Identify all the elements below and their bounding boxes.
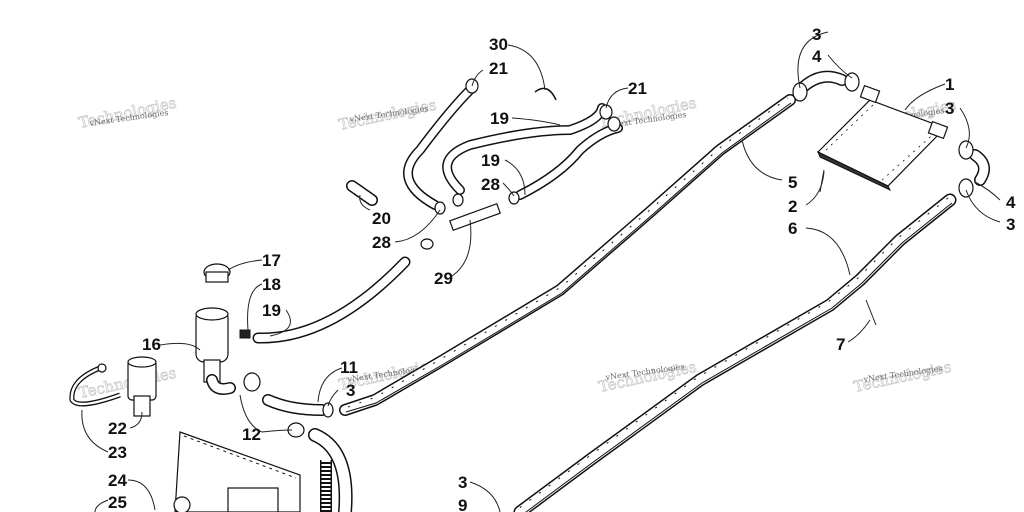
cooling-tube-right [513,193,957,512]
callout-3a: 3 [812,25,821,44]
callout-21a: 21 [489,59,508,78]
reservoir-hose [252,256,411,344]
callout-7: 7 [836,335,845,354]
callout-3e: 3 [458,473,467,492]
callout-17: 17 [262,251,281,270]
callout-3d: 3 [346,381,355,400]
callout-22: 22 [108,419,127,438]
callout-12: 12 [242,425,261,444]
callout-30: 30 [489,35,508,54]
callout-18: 18 [262,275,281,294]
callout-6: 6 [788,219,797,238]
fitting-assembly [69,356,157,417]
upper-hose-assembly [346,78,623,250]
cooling-tube-left [339,94,796,416]
callout-11: 11 [340,358,358,377]
callout-24: 24 [108,471,127,490]
engine-block [173,431,301,512]
callout-29: 29 [434,269,453,288]
callout-20: 20 [372,209,391,228]
callout-4b: 4 [1006,193,1016,212]
callout-16: 16 [142,335,161,354]
callout-4a: 4 [812,47,822,66]
callout-23: 23 [108,443,127,462]
heat-exchanger [816,84,949,192]
callout-5: 5 [788,173,797,192]
callout-19b: 19 [481,151,500,170]
callout-19c: 19 [262,301,281,320]
callout-28b: 28 [372,233,391,252]
callout-2: 2 [788,197,797,216]
elbow-hoses-right [792,70,990,326]
callout-25: 25 [108,493,127,512]
callout-19a: 19 [490,109,509,128]
callout-1: 1 [945,75,954,94]
callout-28a: 28 [481,175,500,194]
coolant-reservoir [195,263,251,395]
callout-labels: 30 21 19 21 19 28 20 28 29 3 4 1 3 4 3 5… [108,25,1016,512]
callout-9: 9 [458,496,467,512]
callout-3c: 3 [1006,215,1015,234]
lower-hoses [243,372,353,512]
leader-lines [81,31,1001,512]
callout-3b: 3 [945,99,954,118]
callout-21b: 21 [628,79,647,98]
